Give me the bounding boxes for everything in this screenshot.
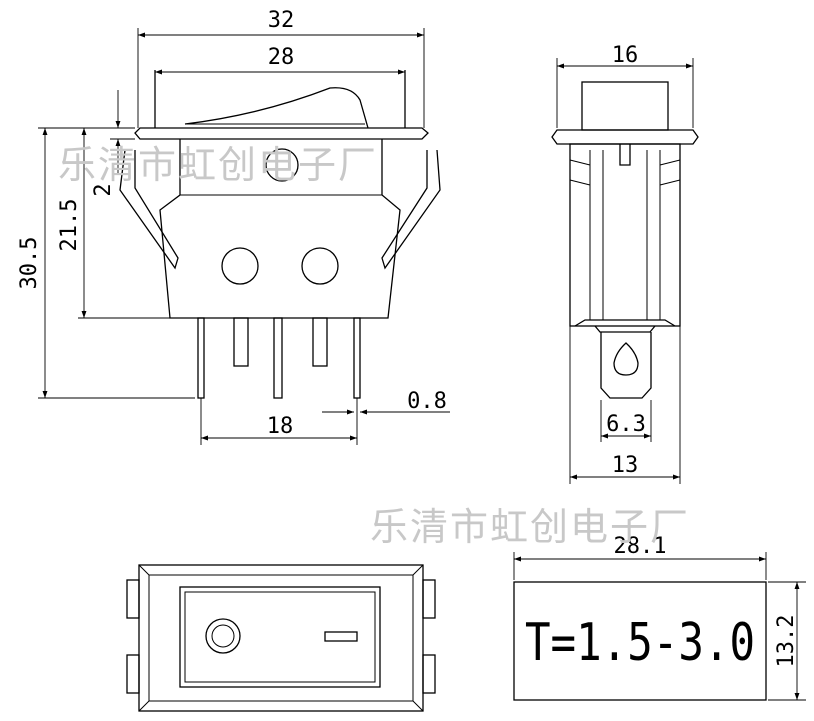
dim-top-width: 16 (612, 43, 639, 68)
dim-body-width: 13 (612, 453, 639, 478)
label-text: T=1.5-3.0 (525, 613, 755, 673)
dim-label-width: 28.1 (614, 534, 667, 559)
dim-rocker-width: 28 (268, 45, 295, 70)
side-dimensions: 16 6.3 13 (556, 43, 694, 484)
dim-label-height: 13.2 (774, 615, 799, 668)
watermark: 乐清市虹创电子厂 (58, 143, 378, 187)
dim-terminal-width: 6.3 (606, 412, 646, 437)
top-flange (138, 564, 424, 712)
rocker-side (581, 81, 669, 131)
dim-flange: 2 (91, 183, 116, 196)
label-outline (513, 581, 767, 701)
side-terminal (600, 332, 652, 399)
flange (134, 127, 429, 140)
front-dimensions: 32 28 30.5 21.5 2 18 (17, 8, 450, 445)
terminal-hole (613, 342, 639, 376)
top-view (126, 564, 436, 712)
pins (197, 317, 361, 399)
rocker-face (179, 586, 381, 688)
watermark: 乐清市虹创电子厂 (370, 505, 690, 549)
dim-body-height: 21.5 (57, 199, 82, 252)
on-symbol (205, 618, 241, 654)
terminal-hole-left (221, 247, 259, 285)
right-clip (381, 149, 441, 270)
left-clip (119, 149, 179, 270)
side-view: 16 6.3 13 (551, 43, 699, 484)
terminal-hole-right (301, 247, 339, 285)
clip-tab (126, 579, 140, 619)
clip-tab (126, 654, 140, 694)
off-symbol (324, 631, 358, 642)
side-body (569, 143, 681, 327)
clip-tab (422, 654, 436, 694)
dim-overall-width: 32 (268, 8, 295, 33)
side-flange (551, 129, 699, 145)
dim-overall-height: 30.5 (17, 237, 42, 290)
front-view: 32 28 30.5 21.5 2 18 (17, 8, 450, 445)
rocker-pivot-hole (265, 148, 299, 182)
clip-tab (422, 579, 436, 619)
rocker (154, 70, 406, 129)
dim-pin-thickness: 0.8 (407, 389, 447, 414)
label-box: T=1.5-3.0 28.1 13.2 (513, 534, 806, 701)
dim-pin-span: 18 (267, 414, 294, 439)
